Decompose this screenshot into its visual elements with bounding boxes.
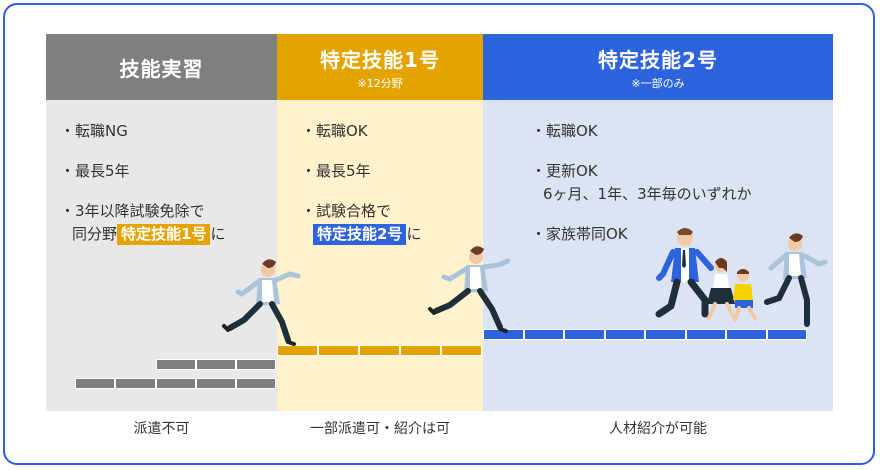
step-block	[524, 329, 564, 340]
step-block	[564, 329, 605, 340]
running-woman-icon	[222, 259, 301, 346]
list-item: ・転職NG	[60, 122, 128, 140]
step-block	[156, 359, 196, 370]
step-block	[156, 378, 196, 389]
column-tokutei-2: 特定技能2号 ※一部のみ ・転職OK ・更新OK 6ヶ月、1年、3年毎のいずれか…	[483, 34, 833, 411]
column-subtitle: ※12分野	[357, 76, 403, 90]
item-line2: 特定技能2号に	[301, 223, 475, 246]
column-title: 技能実習	[119, 56, 204, 81]
item-text: ・更新OK	[531, 162, 598, 180]
column-title: 特定技能1号	[320, 47, 440, 72]
list-item: ・最長5年	[60, 162, 130, 180]
item-line2: 6ヶ月、1年、3年毎のいずれか	[543, 185, 752, 203]
step-block	[75, 378, 115, 389]
list-item: ・家族帯同OK	[531, 225, 628, 243]
item-list: ・転職OK ・更新OK 6ヶ月、1年、3年毎のいずれか ・家族帯同OK	[531, 120, 825, 263]
step-block	[318, 345, 359, 356]
column-title: 特定技能2号	[598, 47, 718, 72]
item-list: ・転職OK ・最長5年 ・試験合格で 特定技能2号に	[301, 120, 475, 263]
step-block	[441, 345, 482, 356]
column-header: 特定技能1号 ※12分野	[277, 34, 483, 100]
running-woman-icon	[428, 246, 510, 333]
column-subtitle: ※一部のみ	[631, 76, 685, 90]
item-text: ・試験合格で	[301, 202, 392, 220]
list-item: ・最長5年	[301, 162, 371, 180]
item-list: ・転職NG ・最長5年 ・3年以降試験免除で 同分野特定技能1号に	[60, 120, 269, 263]
column-header: 特定技能2号 ※一部のみ	[483, 34, 833, 100]
step-block	[726, 329, 767, 340]
step-block	[277, 345, 318, 356]
step-block	[236, 378, 276, 389]
step-block	[686, 329, 726, 340]
tag-tokutei-1: 特定技能1号	[117, 224, 211, 245]
family-running-icon	[655, 228, 828, 327]
item-text: に	[210, 225, 226, 243]
item-text: 同分野	[72, 225, 118, 243]
item-text: ・3年以降試験免除で	[60, 202, 205, 220]
step-block	[400, 345, 441, 356]
list-item: ・3年以降試験免除で 同分野特定技能1号に	[60, 200, 269, 246]
step-block	[645, 329, 686, 340]
step-block	[767, 329, 807, 340]
footer-label: 派遣不可	[133, 421, 190, 437]
item-text: に	[406, 225, 422, 243]
footer-label: 人材紹介が可能	[609, 421, 707, 437]
tag-tokutei-2: 特定技能2号	[313, 224, 407, 245]
list-item: ・転職OK	[531, 122, 598, 140]
list-item: ・転職OK	[301, 122, 368, 140]
step-block	[605, 329, 645, 340]
step-block	[196, 378, 236, 389]
list-item: ・更新OK 6ヶ月、1年、3年毎のいずれか	[531, 160, 825, 206]
step-block	[115, 378, 156, 389]
list-item: ・試験合格で 特定技能2号に	[301, 200, 475, 246]
step-block	[196, 359, 236, 370]
column-ginou-jisshu: 技能実習 ・転職NG ・最長5年 ・3年以降試験免除で 同分野特定技能1号に	[46, 34, 277, 411]
step-block	[359, 345, 400, 356]
footer-label: 一部派遣可・紹介は可	[310, 421, 450, 437]
item-line2: 同分野特定技能1号に	[60, 223, 269, 246]
step-block	[236, 359, 276, 370]
column-header: 技能実習	[46, 34, 277, 100]
